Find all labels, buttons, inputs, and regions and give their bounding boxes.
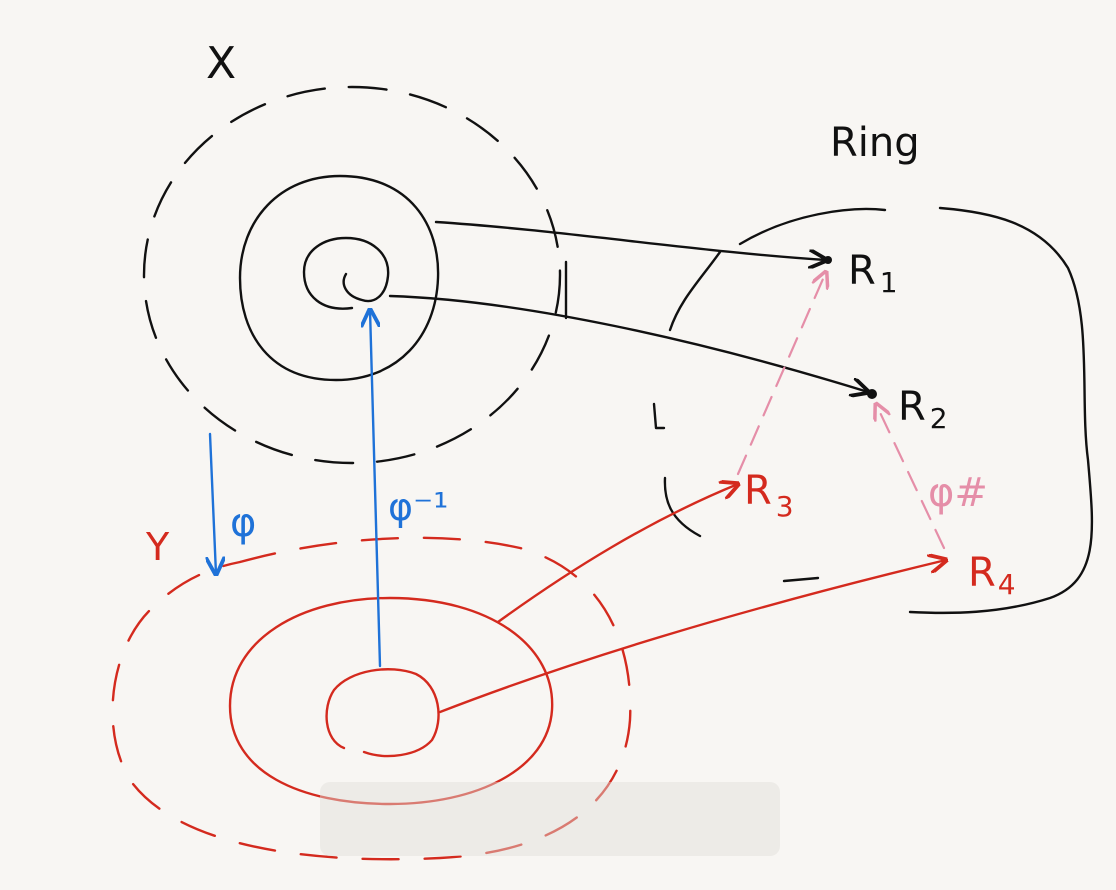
ring-boundary-bottom-dash [782, 576, 820, 583]
ring-label: Ring [830, 120, 920, 166]
point-r2 [867, 389, 877, 399]
phi-sharp-label: φ# [928, 470, 988, 516]
space-x-group: X [142, 38, 562, 465]
r4-label: R4 [968, 550, 1016, 601]
y-inner-point-loop [325, 668, 440, 758]
space-y-group: Y [111, 525, 632, 861]
ring-boundary-left-low [663, 476, 702, 538]
arrow-phi-sharp-r3-to-r1 [736, 272, 826, 476]
faded-player-controls-bar [320, 782, 780, 856]
arrow-y-circle-to-r3 [496, 484, 738, 624]
y-open-set-circle [228, 596, 554, 806]
ring-group: Ring [564, 120, 1094, 615]
ring-boundary [908, 206, 1094, 615]
arrow-x-circle-to-r1 [434, 220, 826, 260]
arrow-phi-sharp-r4-to-r2 [876, 404, 946, 550]
ring-boundary-top [738, 207, 887, 246]
arrow-y-inner-to-r4 [438, 560, 946, 714]
x-open-set-circle [238, 174, 440, 382]
phi-inverse-label: φ⁻¹ [388, 485, 448, 529]
x-inner-point-loop [302, 236, 390, 310]
arrow-phi [210, 432, 216, 574]
arrow-x-inner-to-r2 [388, 294, 868, 392]
y-outer-dashed-boundary [111, 536, 632, 861]
ring-boundary-left [668, 250, 722, 332]
ring-boundary-hook [652, 402, 666, 430]
x-outer-dashed-boundary [142, 85, 562, 465]
space-x-label: X [206, 38, 236, 89]
space-y-label: Y [145, 525, 170, 569]
phi-label: φ [230, 500, 256, 546]
arrow-phi-inverse [370, 310, 382, 668]
